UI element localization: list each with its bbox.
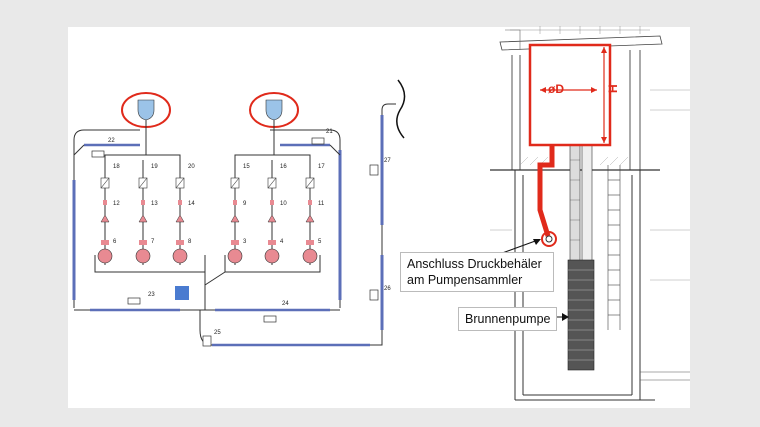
branch-number-label: 5 — [318, 239, 322, 245]
pump-group-left — [94, 145, 206, 273]
pump-icon — [172, 248, 188, 264]
branch-number-label: 15 — [243, 164, 250, 170]
check-valve-icon — [138, 214, 148, 223]
branch-number-label: 19 — [151, 164, 158, 170]
pump-icon — [302, 248, 318, 264]
branch-number-label: 12 — [113, 201, 120, 207]
pump-group-right — [224, 145, 321, 273]
pipe-number-label: 21 — [326, 129, 333, 135]
gate-valve-icon — [103, 200, 107, 205]
section-drawing: øD H — [490, 26, 690, 401]
pump-icon — [135, 248, 151, 264]
pump-icon — [97, 248, 113, 264]
branch-number-label: 14 — [188, 201, 195, 207]
diameter-label: øD — [548, 82, 564, 96]
pipe-number-label: 22 — [108, 138, 115, 144]
check-valve-icon — [305, 214, 315, 223]
check-valve-icon — [230, 214, 240, 223]
gate-valve-icon — [141, 200, 145, 205]
branch-number-label: 4 — [280, 239, 284, 245]
hydraulic-schematic: 18 12 6 19 13 7 20 14 8 15 9 3 16 10 4 17 11 5 22 21 23 24 25 2… — [72, 79, 406, 347]
height-label: H — [606, 84, 620, 93]
branch-number-label: 8 — [188, 239, 192, 245]
branch-number-label: 3 — [243, 239, 247, 245]
pipe-number-label: 27 — [384, 158, 391, 164]
gate-valve-icon — [308, 200, 312, 205]
check-valve-icon — [267, 214, 277, 223]
pipe-number-label: 23 — [148, 292, 155, 298]
pump-icon — [264, 248, 280, 264]
branch-number-label: 10 — [280, 201, 287, 207]
gate-valve-icon — [178, 200, 182, 205]
pump-icon — [227, 248, 243, 264]
branch-number-label: 17 — [318, 164, 325, 170]
branch-number-label: 9 — [243, 201, 247, 207]
pipe-number-label: 25 — [214, 330, 221, 336]
check-valve-icon — [100, 214, 110, 223]
branch-number-label: 18 — [113, 164, 120, 170]
branch-number-label: 11 — [318, 201, 325, 207]
pipe-number-label: 24 — [282, 301, 289, 307]
branch-number-label: 13 — [151, 201, 158, 207]
gate-valve-icon — [270, 200, 274, 205]
branch-number-label: 20 — [188, 164, 195, 170]
callout-pump: Brunnenpumpe — [458, 307, 558, 331]
branch-number-label: 7 — [151, 239, 155, 245]
callout-connection: Anschluss Druckbehäler am Pumpensammler — [400, 252, 554, 292]
branch-number-label: 6 — [113, 239, 117, 245]
pump-components — [97, 177, 318, 264]
branch-number-label: 16 — [280, 164, 287, 170]
check-valve-icon — [175, 214, 185, 223]
gate-valve-icon — [233, 200, 237, 205]
schematic-labels: 18 12 6 19 13 7 20 14 8 15 9 3 16 10 4 17 11 5 22 21 23 24 25 2… — [108, 129, 391, 336]
pipe-number-label: 26 — [384, 286, 391, 292]
